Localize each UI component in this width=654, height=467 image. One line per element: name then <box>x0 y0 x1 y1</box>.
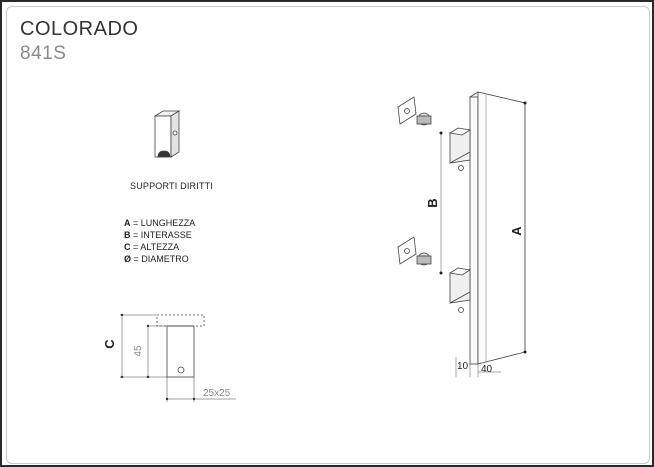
legend-item: B = INTERASSE <box>124 229 195 241</box>
legend-text: = ALTEZZA <box>130 242 180 252</box>
dim-label-a: A <box>509 226 524 236</box>
dimension-legend: A = LUNGHEZZA B = INTERASSE C = ALTEZZA … <box>124 217 195 265</box>
legend-key: A <box>124 218 131 228</box>
drawing-border <box>6 6 650 464</box>
legend-item: C = ALTEZZA <box>124 241 195 253</box>
handle-drawing <box>397 91 527 365</box>
legend-item: Ø = DIAMETRO <box>124 253 195 265</box>
dim-label-40: 40 <box>481 364 493 375</box>
legend-key: C <box>124 242 131 252</box>
legend-key: B <box>124 230 131 240</box>
product-name: COLORADO <box>20 18 139 40</box>
legend-key: Ø <box>124 254 132 264</box>
legend-text: = DIAMETRO <box>131 254 189 264</box>
legend-text: = INTERASSE <box>130 230 192 240</box>
legend-item: A = LUNGHEZZA <box>124 217 195 229</box>
legend-text: = LUNGHEZZA <box>130 218 196 228</box>
dim-label-25x25: 25x25 <box>203 388 231 399</box>
handle-dim-markers <box>439 101 527 354</box>
elevation-dim-markers <box>120 313 196 401</box>
support-caption: SUPPORTI DIRITTI <box>130 181 214 191</box>
product-code: 841S <box>20 43 67 64</box>
support-3d-icon <box>153 110 181 158</box>
support-elevation-drawing <box>120 314 236 402</box>
dim-label-45: 45 <box>133 345 144 357</box>
handle-dim-lines <box>440 103 526 377</box>
dim-label-b: B <box>425 198 440 207</box>
dim-label-10: 10 <box>457 361 469 372</box>
dim-label-c: C <box>102 339 117 349</box>
